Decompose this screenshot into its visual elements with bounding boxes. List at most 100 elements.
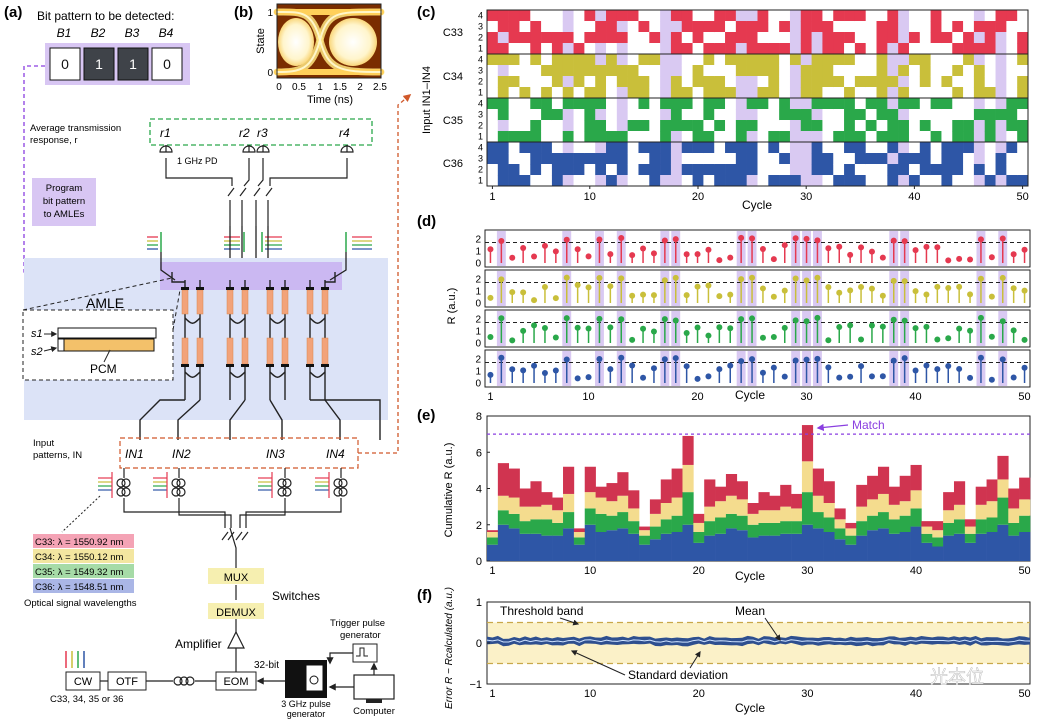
d-point bbox=[923, 323, 930, 330]
c-cell bbox=[930, 120, 942, 132]
d-point bbox=[683, 251, 690, 258]
d-point bbox=[770, 334, 777, 341]
c-cell bbox=[703, 120, 715, 132]
pulse-gen-knob bbox=[309, 675, 319, 685]
c-cell bbox=[573, 120, 585, 132]
c-cell bbox=[876, 153, 888, 165]
amle-chip bbox=[139, 272, 381, 440]
d-point bbox=[541, 369, 548, 376]
c-cell bbox=[551, 120, 564, 132]
e-bar-segment bbox=[693, 513, 705, 523]
c-ytick: 2 bbox=[478, 121, 483, 131]
c-cell bbox=[800, 131, 812, 143]
c-cell bbox=[530, 98, 542, 110]
eye-frame bbox=[276, 3, 382, 79]
c-cell bbox=[963, 43, 975, 55]
c-cell bbox=[725, 76, 737, 88]
e-bar-segment bbox=[693, 532, 705, 543]
e-bar-segment bbox=[595, 532, 607, 561]
e-bar-segment bbox=[1008, 522, 1020, 536]
d-point bbox=[988, 376, 995, 383]
c-cell bbox=[854, 131, 866, 143]
c-cell bbox=[660, 131, 672, 143]
d-point bbox=[629, 292, 636, 299]
c-cell bbox=[627, 21, 639, 33]
c-cell bbox=[919, 98, 931, 110]
d-point bbox=[912, 288, 919, 295]
c-cell bbox=[649, 120, 661, 132]
c-ylabel: Input IN1–IN4 bbox=[421, 66, 433, 134]
d-point bbox=[672, 355, 679, 362]
d-point bbox=[814, 355, 821, 362]
c-cell bbox=[616, 98, 628, 110]
c-cell bbox=[681, 32, 693, 44]
c-cell bbox=[1006, 43, 1018, 55]
d-point bbox=[934, 336, 941, 343]
d-point bbox=[727, 362, 734, 369]
c-cell bbox=[692, 43, 704, 55]
c-cell bbox=[800, 175, 812, 187]
d-point bbox=[541, 242, 548, 249]
e-bar-segment bbox=[943, 522, 955, 536]
f-stdev-band bbox=[487, 635, 1030, 647]
d-point bbox=[618, 275, 625, 282]
e-bar-segment bbox=[997, 455, 1009, 480]
c-cell bbox=[584, 65, 596, 77]
e-bar-segment bbox=[671, 497, 683, 516]
e-bar-segment bbox=[975, 533, 987, 561]
c-cell bbox=[714, 43, 726, 55]
d-point bbox=[509, 337, 516, 344]
e-bar-segment bbox=[899, 532, 911, 561]
c-cell bbox=[800, 32, 812, 44]
c-cell bbox=[649, 54, 661, 66]
d-point bbox=[759, 334, 766, 341]
c-cell bbox=[746, 153, 758, 165]
c-ytick: 1 bbox=[478, 88, 483, 98]
e-bar-segment bbox=[747, 513, 759, 525]
c-cell bbox=[562, 10, 574, 22]
e-bar-segment bbox=[519, 521, 531, 534]
c-cell bbox=[670, 164, 683, 176]
c-cell bbox=[508, 54, 520, 66]
e-bar-segment bbox=[736, 499, 748, 516]
c-cell bbox=[638, 87, 650, 99]
c-cell bbox=[887, 120, 899, 132]
d-point bbox=[923, 362, 930, 369]
e-bar-segment bbox=[541, 519, 553, 536]
d-point bbox=[912, 325, 919, 332]
c-cell bbox=[779, 21, 791, 33]
c-cell bbox=[1006, 142, 1018, 154]
e-xlabel: Cycle bbox=[735, 569, 765, 583]
c-cell bbox=[660, 98, 672, 110]
c-cell bbox=[963, 65, 975, 77]
c-cell bbox=[887, 54, 899, 66]
e-bar-segment bbox=[519, 533, 531, 561]
c-cell bbox=[930, 142, 942, 154]
c-cell bbox=[854, 153, 866, 165]
c-cell bbox=[930, 43, 942, 55]
c-cell bbox=[627, 98, 639, 110]
e-bar-segment bbox=[628, 508, 640, 522]
c-cell bbox=[908, 54, 921, 66]
c-cell bbox=[746, 164, 758, 176]
c-cell bbox=[995, 43, 1007, 55]
c-cell bbox=[984, 120, 996, 132]
e-bar-segment bbox=[780, 521, 792, 534]
c-cell bbox=[487, 153, 499, 165]
c-cell bbox=[573, 87, 585, 99]
c-cell bbox=[584, 87, 596, 99]
d-point bbox=[879, 254, 886, 261]
c-cell bbox=[952, 43, 964, 55]
e-bar-segment bbox=[563, 493, 575, 513]
input-link-line bbox=[358, 94, 412, 454]
d-point bbox=[923, 243, 930, 250]
c-cell bbox=[844, 120, 856, 132]
f-xtick: 50 bbox=[1018, 688, 1030, 700]
in-label-4: IN4 bbox=[326, 447, 345, 461]
e-bar-segment bbox=[508, 513, 520, 529]
d-point bbox=[727, 325, 734, 332]
c-cell bbox=[638, 175, 650, 187]
d-point bbox=[847, 287, 854, 294]
e-bar-segment bbox=[801, 425, 814, 462]
